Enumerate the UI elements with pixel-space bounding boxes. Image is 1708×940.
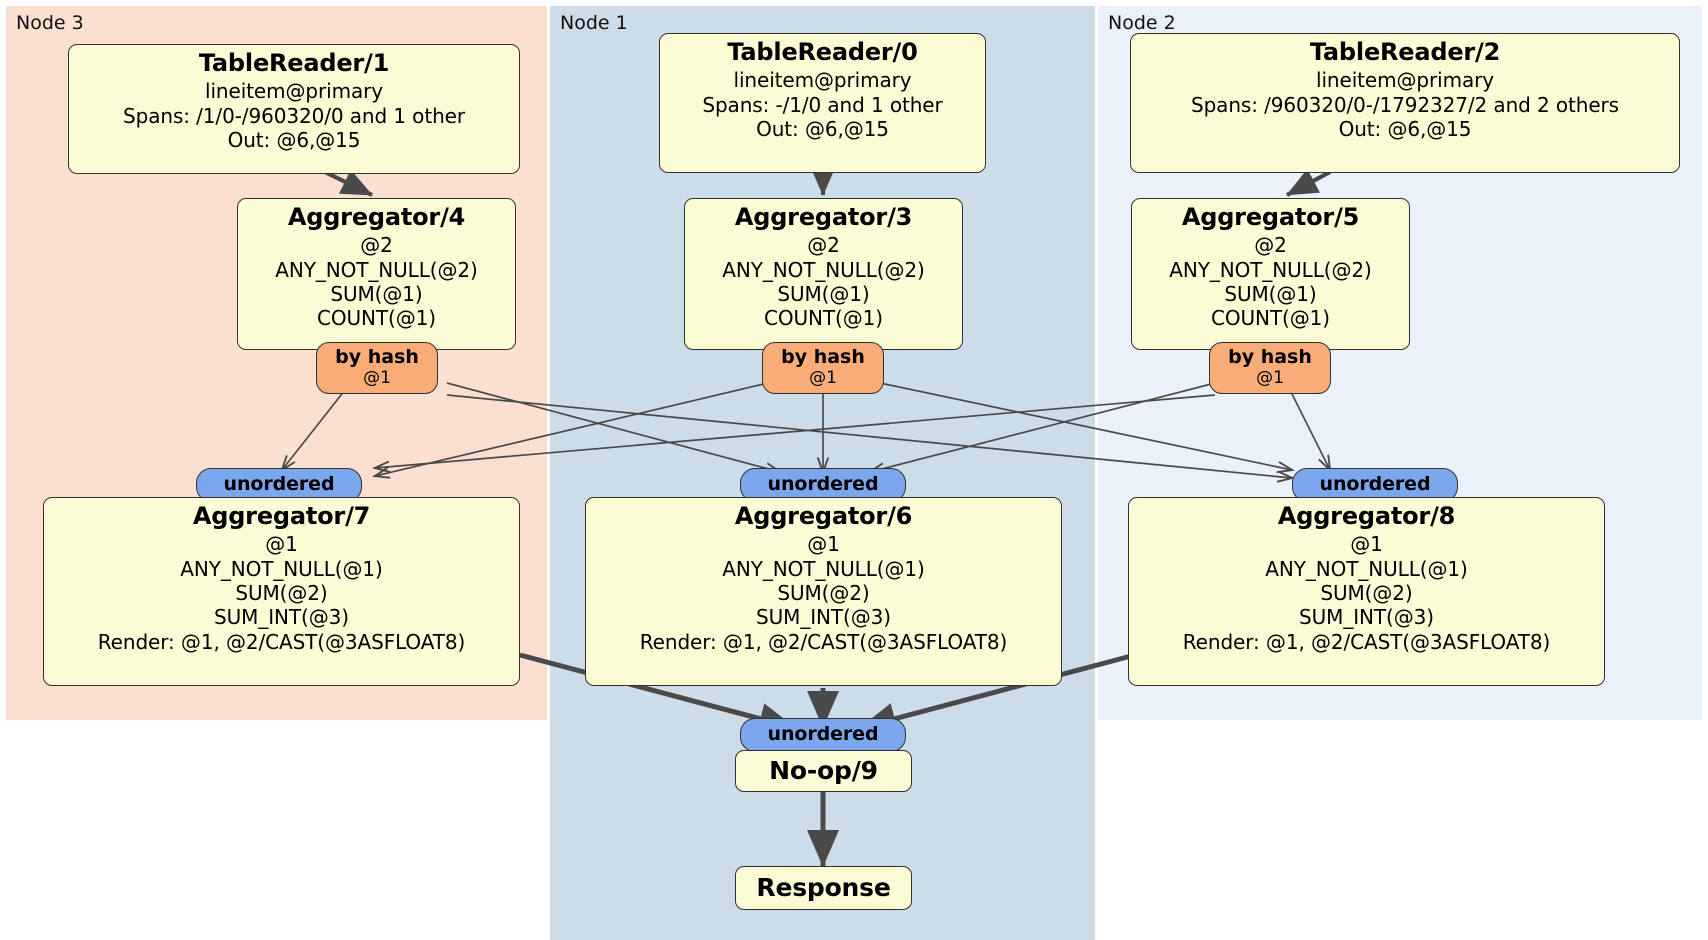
- processor-line: ANY_NOT_NULL(@1): [1265, 556, 1468, 581]
- processor-line: @2: [1254, 233, 1287, 258]
- processor-tablereader-1[interactable]: TableReader/1 lineitem@primary Spans: /1…: [68, 44, 520, 174]
- processor-line: @1: [807, 532, 840, 557]
- processor-line: COUNT(@1): [317, 306, 436, 331]
- synchronizer-unordered-final[interactable]: unordered: [740, 718, 906, 752]
- synchronizer-unordered-right[interactable]: unordered: [1292, 468, 1458, 502]
- processor-line: lineitem@primary: [1316, 68, 1494, 93]
- processor-line: Render: @1, @2/CAST(@3ASFLOAT8): [1182, 629, 1551, 654]
- processor-line: ANY_NOT_NULL(@2): [275, 257, 478, 282]
- processor-title: No-op/9: [769, 755, 878, 785]
- processor-line: ANY_NOT_NULL(@1): [180, 556, 383, 581]
- processor-line: lineitem@primary: [205, 79, 383, 104]
- synchronizer-unordered-left[interactable]: unordered: [196, 468, 362, 502]
- processor-line: SUM(@2): [777, 581, 870, 606]
- node-panel-label-node1: Node 1: [560, 12, 628, 34]
- processor-aggregator-8[interactable]: Aggregator/8 @1 ANY_NOT_NULL(@1) SUM(@2)…: [1128, 497, 1605, 686]
- processor-line: SUM(@2): [235, 581, 328, 606]
- processor-line: COUNT(@1): [764, 306, 883, 331]
- router-subtitle: @1: [1256, 368, 1284, 389]
- processor-line: Spans: -/1/0 and 1 other: [702, 92, 943, 117]
- processor-title: TableReader/1: [198, 49, 390, 77]
- processor-aggregator-4[interactable]: Aggregator/4 @2 ANY_NOT_NULL(@2) SUM(@1)…: [237, 198, 516, 350]
- processor-title: TableReader/2: [1309, 38, 1501, 66]
- processor-aggregator-6[interactable]: Aggregator/6 @1 ANY_NOT_NULL(@1) SUM(@2)…: [585, 497, 1062, 686]
- processor-line: Render: @1, @2/CAST(@3ASFLOAT8): [639, 629, 1008, 654]
- processor-line: SUM(@2): [1320, 581, 1413, 606]
- processor-line: ANY_NOT_NULL(@1): [722, 556, 925, 581]
- processor-tablereader-0[interactable]: TableReader/0 lineitem@primary Spans: -/…: [659, 33, 986, 173]
- processor-line: @1: [265, 532, 298, 557]
- router-title: by hash: [1228, 346, 1312, 369]
- processor-title: Aggregator/7: [192, 502, 371, 530]
- processor-line: SUM_INT(@3): [1299, 605, 1434, 630]
- processor-line: Spans: /960320/0-/1792327/2 and 2 others: [1190, 92, 1619, 117]
- processor-line: SUM_INT(@3): [756, 605, 891, 630]
- synchronizer-title: unordered: [1319, 473, 1431, 496]
- processor-title: Aggregator/8: [1277, 502, 1456, 530]
- processor-line: Out: @6,@15: [1338, 117, 1472, 142]
- processor-line: SUM_INT(@3): [214, 605, 349, 630]
- processor-line: SUM(@1): [777, 282, 870, 307]
- processor-line: @2: [360, 233, 393, 258]
- router-title: by hash: [335, 346, 419, 369]
- processor-line: Spans: /1/0-/960320/0 and 1 other: [123, 103, 465, 128]
- synchronizer-title: unordered: [223, 473, 335, 496]
- processor-line: ANY_NOT_NULL(@2): [1169, 257, 1372, 282]
- processor-line: Render: @1, @2/CAST(@3ASFLOAT8): [97, 629, 466, 654]
- processor-title: Aggregator/4: [287, 203, 466, 231]
- processor-response[interactable]: Response: [735, 866, 912, 910]
- processor-title: TableReader/0: [727, 38, 918, 66]
- processor-title: Aggregator/3: [734, 203, 913, 231]
- synchronizer-title: unordered: [767, 473, 879, 496]
- processor-line: Out: @6,@15: [227, 128, 361, 153]
- processor-line: ANY_NOT_NULL(@2): [722, 257, 925, 282]
- processor-line: lineitem@primary: [733, 68, 912, 93]
- processor-title: Aggregator/6: [734, 502, 913, 530]
- processor-tablereader-2[interactable]: TableReader/2 lineitem@primary Spans: /9…: [1130, 33, 1680, 173]
- processor-title: Response: [756, 872, 891, 902]
- processor-aggregator-3[interactable]: Aggregator/3 @2 ANY_NOT_NULL(@2) SUM(@1)…: [684, 198, 963, 350]
- processor-line: Out: @6,@15: [756, 117, 889, 142]
- processor-line: @2: [807, 233, 840, 258]
- router-subtitle: @1: [809, 368, 837, 389]
- processor-title: Aggregator/5: [1181, 203, 1360, 231]
- router-by-hash-right[interactable]: by hash @1: [1209, 342, 1331, 394]
- processor-line: @1: [1350, 532, 1383, 557]
- processor-aggregator-5[interactable]: Aggregator/5 @2 ANY_NOT_NULL(@2) SUM(@1)…: [1131, 198, 1410, 350]
- router-by-hash-left[interactable]: by hash @1: [316, 342, 438, 394]
- node-panel-label-node2: Node 2: [1108, 12, 1176, 34]
- router-title: by hash: [781, 346, 865, 369]
- router-subtitle: @1: [363, 368, 391, 389]
- processor-noop-9[interactable]: No-op/9: [735, 750, 912, 792]
- synchronizer-title: unordered: [767, 723, 879, 746]
- router-by-hash-center[interactable]: by hash @1: [762, 342, 884, 394]
- synchronizer-unordered-center[interactable]: unordered: [740, 468, 906, 502]
- processor-line: COUNT(@1): [1211, 306, 1330, 331]
- processor-line: SUM(@1): [1224, 282, 1317, 307]
- processor-line: SUM(@1): [330, 282, 423, 307]
- processor-aggregator-7[interactable]: Aggregator/7 @1 ANY_NOT_NULL(@1) SUM(@2)…: [43, 497, 520, 686]
- node-panel-label-node3: Node 3: [16, 12, 84, 34]
